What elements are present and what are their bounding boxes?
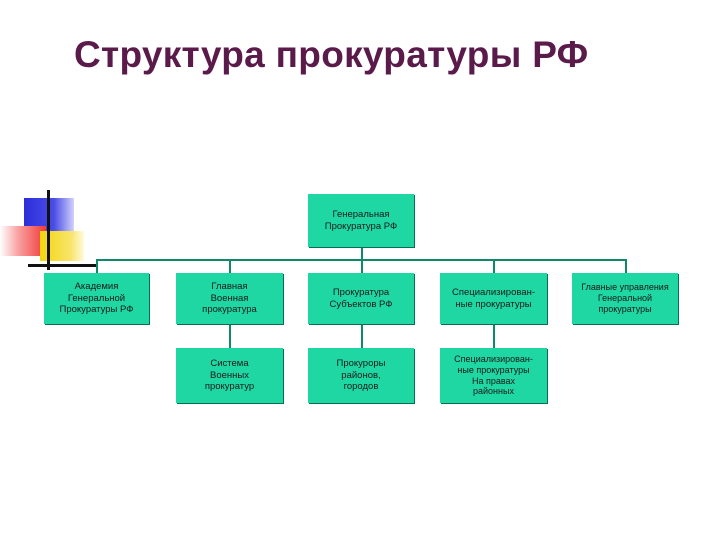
node-specialized-district: Специализирован- ные прокуратуры На прав…: [440, 348, 547, 403]
connector-district: [361, 324, 363, 348]
connector-specialized-district: [493, 324, 495, 348]
node-main-departments: Главные управления Генеральной прокурату…: [572, 273, 678, 324]
connector-subjects: [361, 259, 363, 273]
connector-military-system: [229, 324, 231, 348]
node-military-system: Система Военных прокуратур: [176, 348, 283, 403]
node-general-prosecutor-office: Генеральная Прокуратура РФ: [308, 194, 414, 247]
decor-vertical-line: [47, 190, 50, 270]
node-subjects-prosecutor: Прокуратура Субъектов РФ: [308, 273, 414, 324]
connector-military-main: [229, 259, 231, 273]
connector-root-down: [361, 247, 363, 260]
page-title: Структура прокуратуры РФ: [74, 34, 589, 75]
node-main-military-prosecutor: Главная Военная прокуратура: [176, 273, 283, 324]
node-academy: Академия Генеральной Прокуратуры РФ: [44, 273, 149, 324]
decor-red-square: [0, 226, 46, 256]
connector-main-departments: [625, 259, 627, 273]
decor-horizontal-line: [28, 264, 98, 267]
node-specialized-prosecutors: Специализирован- ные прокуратуры: [440, 273, 547, 324]
node-district-prosecutors: Прокуроры районов, городов: [308, 348, 414, 403]
connector-specialized: [493, 259, 495, 273]
connector-academy: [96, 259, 98, 273]
